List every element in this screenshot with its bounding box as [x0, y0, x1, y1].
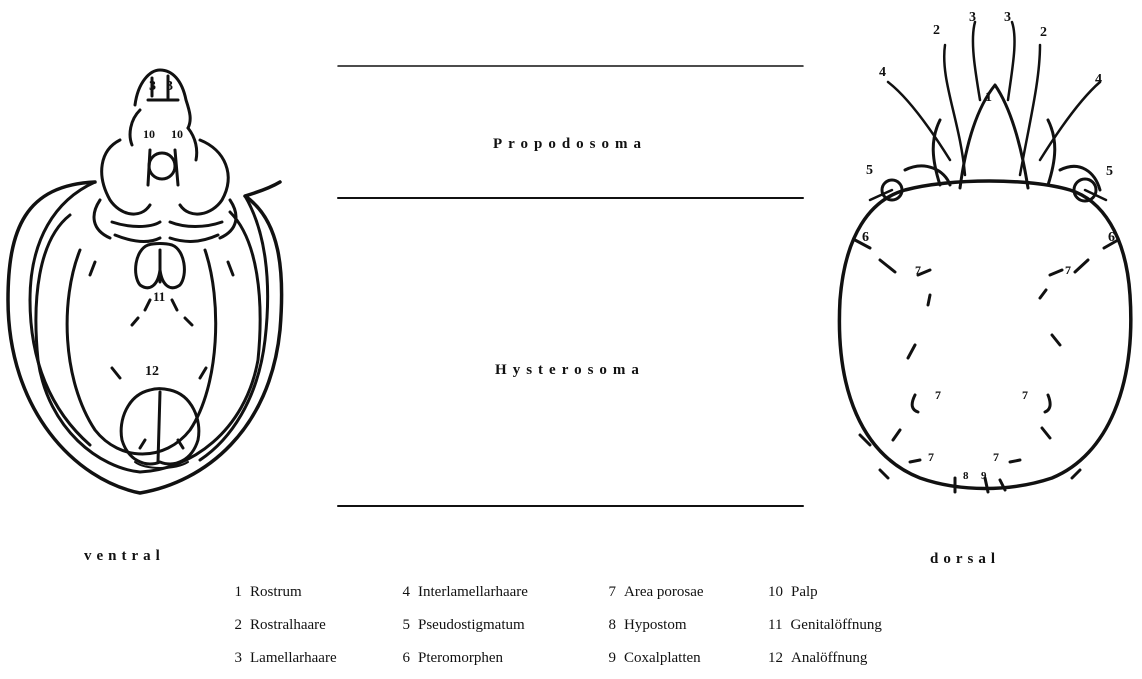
- dorsal-number-1: 1: [985, 90, 992, 106]
- ventral-body-outline: [8, 182, 282, 493]
- dorsal-number-7d: 7: [1022, 388, 1028, 403]
- ventral-number-11: 11: [153, 289, 165, 305]
- dorsal-number-9: 9: [981, 470, 987, 482]
- dorsal-number-6a: 6: [862, 230, 869, 246]
- dorsal-rostrum: [960, 85, 1028, 188]
- ventral-number-3a: 3: [149, 79, 156, 95]
- ventral-view-label: ventral: [84, 548, 165, 565]
- ventral-number-10b: 10: [171, 127, 183, 142]
- ventral-palp: [149, 153, 175, 179]
- dorsal-body-outline: [839, 181, 1130, 489]
- ventral-inner-outline: [36, 212, 260, 472]
- dorsal-number-2a: 2: [933, 23, 940, 39]
- ventral-number-3b: 3: [166, 79, 173, 95]
- dorsal-number-5b: 5: [1106, 164, 1113, 180]
- dorsal-number-3b: 3: [1004, 10, 1011, 26]
- dorsal-number-2b: 2: [1040, 25, 1047, 41]
- dorsal-number-4a: 4: [879, 65, 886, 81]
- ventral-number-10a: 10: [143, 127, 155, 142]
- dorsal-number-7b: 7: [1065, 263, 1071, 278]
- dorsal-number-7c: 7: [935, 388, 941, 403]
- hysterosoma-label: Hysterosoma: [470, 362, 670, 379]
- ventral-number-12: 12: [145, 364, 159, 380]
- dorsal-number-6b: 6: [1108, 230, 1115, 246]
- dorsal-number-5a: 5: [866, 163, 873, 179]
- dorsal-view-label: dorsal: [930, 551, 1000, 568]
- dorsal-number-7f: 7: [993, 450, 999, 465]
- dorsal-number-8: 8: [963, 470, 969, 482]
- dorsal-number-7e: 7: [928, 450, 934, 465]
- dorsal-number-3a: 3: [969, 10, 976, 26]
- ventral-oval: [67, 250, 216, 454]
- propodosoma-label: Propodosoma: [470, 136, 670, 153]
- dorsal-number-4b: 4: [1095, 72, 1102, 88]
- dorsal-number-7a: 7: [915, 263, 921, 278]
